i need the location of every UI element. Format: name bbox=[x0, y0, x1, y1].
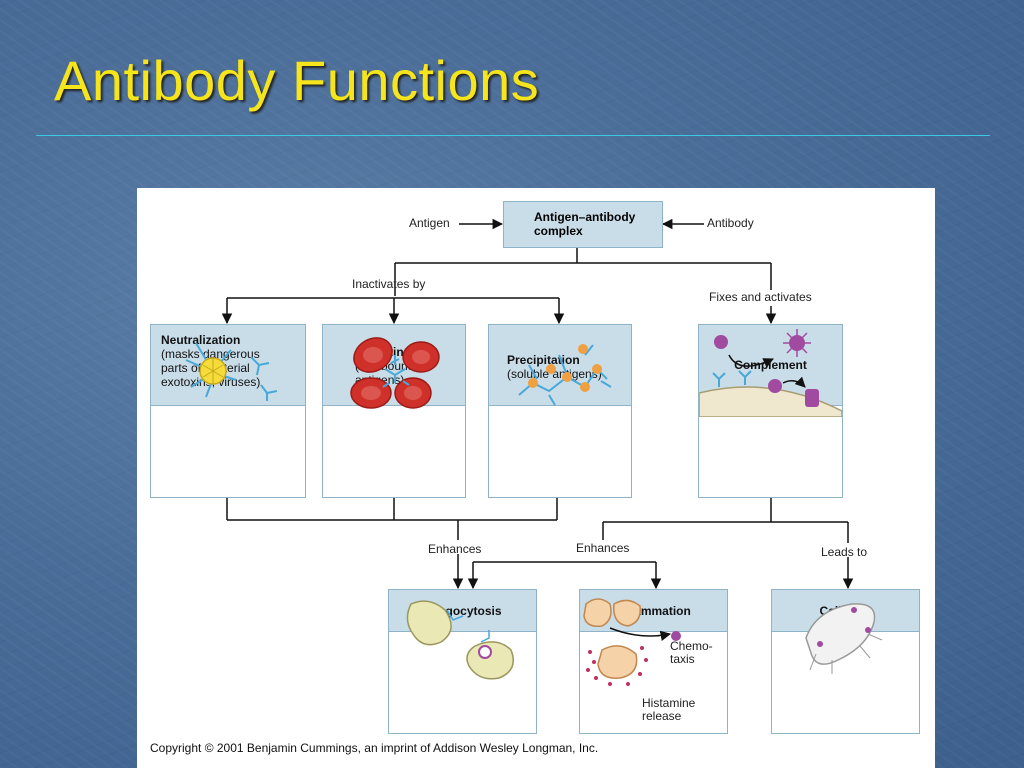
complex-line2: complex bbox=[534, 224, 662, 238]
neutralization-box: Neutralization (masks dangerous parts of… bbox=[150, 324, 306, 498]
enhances-label-left: Enhances bbox=[428, 542, 481, 556]
title-rule bbox=[36, 135, 990, 136]
histamine-label: Histamine release bbox=[642, 697, 695, 723]
inactivates-label: Inactivates by bbox=[352, 277, 425, 291]
complement-illustration bbox=[699, 325, 842, 417]
enhances-label-right: Enhances bbox=[576, 541, 629, 555]
slide-title: Antibody Functions bbox=[54, 46, 539, 116]
antigen-label: Antigen bbox=[409, 216, 450, 230]
precipitation-box: Precipitation (soluble antigens) bbox=[488, 324, 632, 498]
lysed-cell-illustration bbox=[772, 590, 919, 691]
inflammation-box: Inflammation Chemo- taxis Histamine rele… bbox=[579, 589, 728, 734]
histamine-line2: release bbox=[642, 710, 695, 723]
fixes-label: Fixes and activates bbox=[709, 290, 812, 304]
complex-line1: Antigen–antibody bbox=[534, 210, 662, 224]
antibody-label: Antibody bbox=[707, 216, 754, 230]
cell-lysis-box: Cell lysis bbox=[771, 589, 920, 734]
chemotaxis-label: Chemo- taxis bbox=[670, 640, 713, 666]
copyright-text: Copyright © 2001 Benjamin Cummings, an i… bbox=[150, 741, 598, 755]
diagram-panel: Antigen Antibody Antigen–antibody comple… bbox=[137, 188, 935, 768]
virus-antibody-illustration bbox=[151, 325, 305, 415]
agglutination-box: Agglutination (cell-bound antigens) bbox=[322, 324, 466, 498]
clumped-cells-illustration bbox=[323, 325, 465, 417]
chemotaxis-line2: taxis bbox=[670, 653, 713, 666]
antigen-antibody-complex-box: Antigen–antibody complex bbox=[503, 201, 663, 248]
phagocytosis-box: Phagocytosis bbox=[388, 589, 537, 734]
leads-to-label: Leads to bbox=[821, 545, 867, 559]
phagocytosis-illustration bbox=[389, 590, 536, 691]
lattice-illustration bbox=[489, 325, 631, 417]
complement-box: Complement bbox=[698, 324, 843, 498]
